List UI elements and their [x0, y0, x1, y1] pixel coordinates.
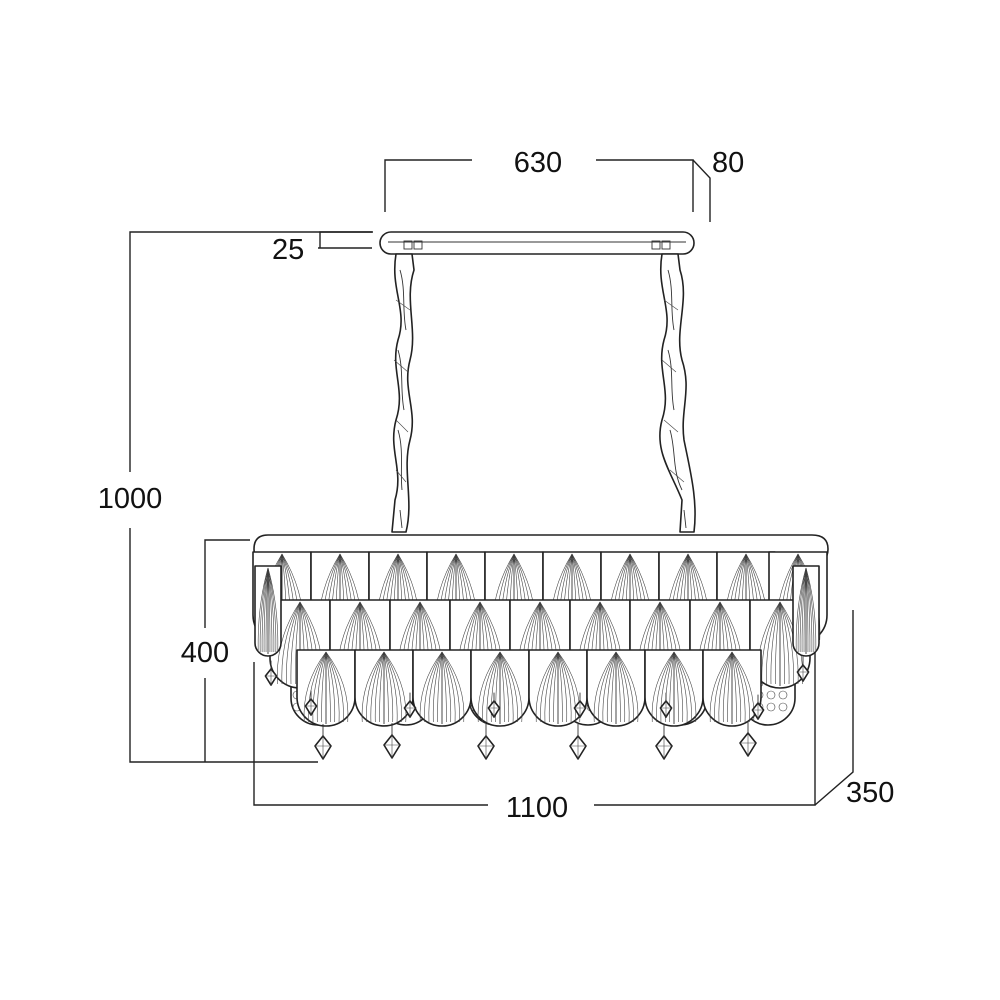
suspension-rod-right: [659, 253, 696, 533]
crystal-drop-1: [314, 724, 332, 760]
leaf-row3-8: [702, 649, 762, 727]
body-height-label: 400: [181, 637, 229, 669]
crystal-drop-7: [264, 660, 278, 686]
crystal-drop-4: [569, 724, 587, 760]
body-height-line-top: [204, 539, 250, 628]
dimension-lines: [129, 159, 854, 806]
crystal-drop-6: [739, 721, 757, 757]
canopy-height-label: 25: [272, 234, 304, 266]
crystal-drop-5: [655, 724, 673, 760]
crystal-drop-13: [573, 692, 587, 718]
body-depth-label: 350: [846, 777, 894, 809]
glass-leaf-rows: [252, 551, 828, 727]
crystal-drop-10: [751, 694, 765, 720]
crystal-drop-3: [477, 724, 495, 760]
dimension-labels: 630 80 25 1000 400 1100 350: [98, 147, 895, 824]
crystal-drop-9: [304, 690, 318, 716]
crystal-drop-12: [487, 692, 501, 718]
crystal-drop-14: [659, 692, 673, 718]
total-height-line-bottom: [129, 528, 318, 763]
leaf-row3-2: [354, 649, 414, 727]
canopy-depth-label: 80: [712, 147, 744, 179]
canopy-depth-line: [692, 159, 711, 222]
leaf-row3-7: [644, 649, 704, 727]
body-depth-line: [814, 610, 854, 806]
canopy-height-line-top: [319, 231, 372, 248]
canopy-width-line-left: [384, 159, 472, 212]
leaf-row3-3: [412, 649, 472, 727]
leaf-row3-6: [586, 649, 646, 727]
crystal-drop-11: [403, 692, 417, 718]
canopy-width-label: 630: [514, 147, 562, 179]
total-height-label: 1000: [98, 483, 163, 515]
ceiling-canopy: [379, 231, 695, 255]
leaf-side-left: [254, 565, 282, 657]
leaf-row3-1: [296, 649, 356, 727]
leaf-row3-5: [528, 649, 588, 727]
crystal-drop-2: [383, 723, 401, 759]
leaf-row3-4: [470, 649, 530, 727]
suspension-rod-left: [391, 253, 415, 533]
total-height-line-top: [129, 231, 373, 472]
leaf-side-right: [792, 565, 820, 657]
crystal-drops: [264, 656, 810, 760]
body-width-line-left: [253, 662, 488, 806]
canopy-width-line-right: [596, 159, 694, 212]
crystal-drop-8: [796, 656, 810, 682]
body-width-label: 1100: [506, 792, 568, 824]
